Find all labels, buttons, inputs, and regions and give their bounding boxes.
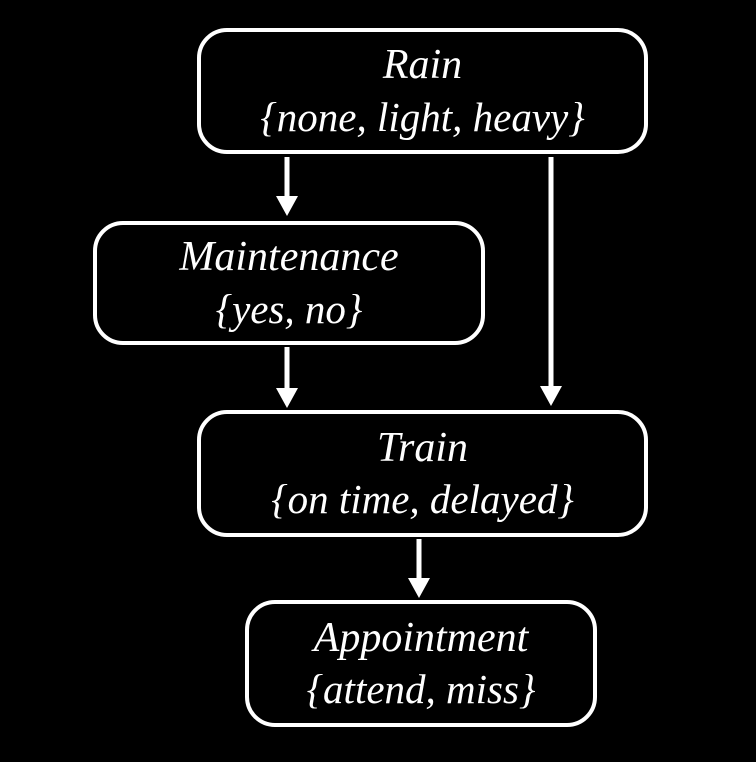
node-maintenance: Maintenance {yes, no} — [93, 221, 485, 345]
node-rain-label: Rain — [382, 42, 463, 89]
arrowhead-icon — [276, 196, 298, 216]
edge-rain-to-train — [540, 157, 562, 406]
node-rain: Rain {none, light, heavy} — [197, 28, 648, 154]
node-train-values: {on time, delayed} — [271, 476, 574, 523]
node-maintenance-values: {yes, no} — [215, 285, 363, 332]
edge-train-to-appointment — [408, 539, 430, 598]
node-appointment-label: Appointment — [313, 614, 529, 661]
node-train: Train {on time, delayed} — [197, 410, 648, 537]
node-train-label: Train — [376, 424, 469, 471]
node-appointment-values: {attend, miss} — [306, 666, 536, 713]
node-appointment: Appointment {attend, miss} — [245, 600, 597, 727]
arrowhead-icon — [540, 386, 562, 406]
edge-maintenance-to-train — [276, 347, 298, 408]
arrowhead-icon — [408, 578, 430, 598]
node-maintenance-label: Maintenance — [179, 234, 399, 281]
edge-rain-to-maintenance — [276, 157, 298, 216]
node-rain-values: {none, light, heavy} — [260, 93, 585, 140]
arrowhead-icon — [276, 388, 298, 408]
